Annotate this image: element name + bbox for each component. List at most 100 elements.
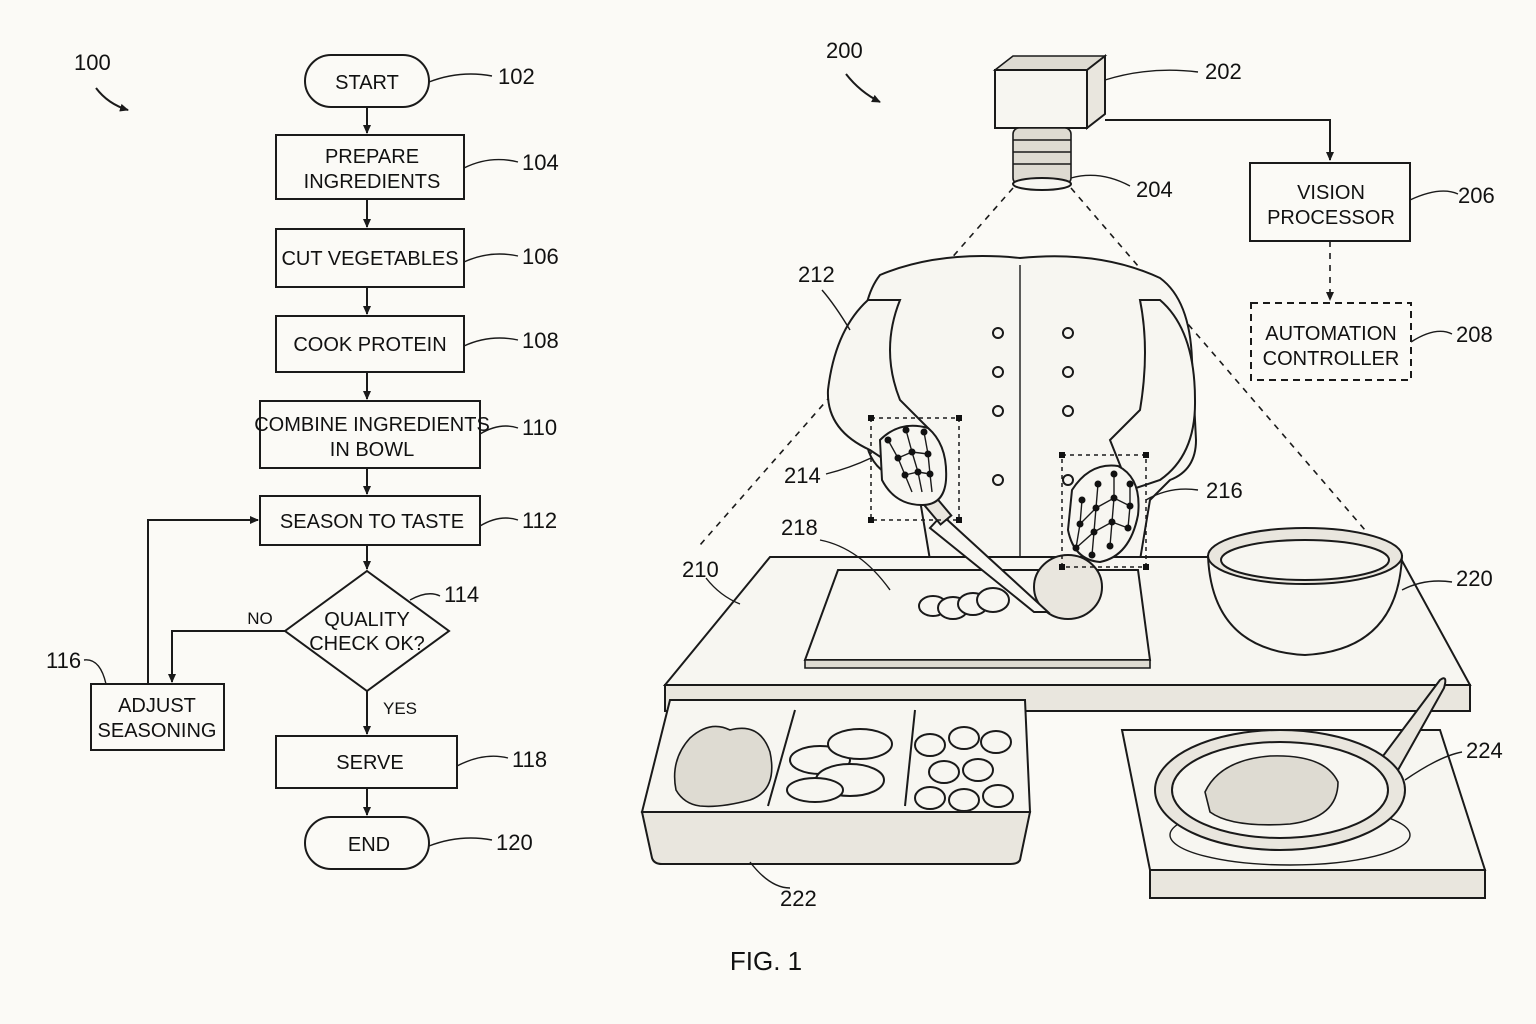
right-hand-leader [1145,488,1199,501]
hand-keypoint [902,426,910,434]
hand-skeleton-line [1075,521,1129,549]
hand-keypoint [1094,480,1102,488]
hand-keypoint [1106,542,1114,550]
start-terminal: START 102 [304,54,535,108]
jacket-button [1062,474,1074,486]
chef-leader [821,289,851,331]
serve-leader [456,755,509,767]
mixing-bowl: 220 [1206,527,1493,657]
vision-processor: VISION PROCESSOR 206 [1249,162,1495,242]
adjust-seasoning-step: ADJUST SEASONING 116 [46,648,225,751]
cook-label: COOK PROTEIN [293,334,446,356]
jacket-button [1062,366,1074,378]
jacket-button [992,405,1004,417]
cook-leader [463,337,519,347]
hand-keypoint [901,471,909,479]
branch-yes-label: YES [383,699,417,718]
camera-ref: 202 [1205,59,1242,84]
left-hand-bounding-box [870,417,960,521]
hand-skeleton-line [1079,497,1131,525]
cucumber-slice [914,733,946,757]
hand-keypoint [1072,544,1080,552]
bbox-corner [868,517,874,523]
bbox-corner [956,517,962,523]
cut-box [275,228,465,288]
cucumber-slice [982,784,1014,808]
bbox-corner [956,415,962,421]
quality-ref: 114 [444,582,479,607]
camera-side-face [1086,53,1106,131]
counter-ref: 210 [682,557,719,582]
tray-divider [904,709,916,807]
jacket-button [992,474,1004,486]
end-leader [428,837,493,847]
cut-label: CUT VEGETABLES [281,248,458,270]
start-label: START [335,72,399,94]
system-ref: 200 [826,38,863,63]
cucumber-slice [928,760,960,784]
bowl-leader [1401,580,1453,591]
flowchart-ref-arrow [95,87,129,112]
automation-controller-line2: CONTROLLER [1263,348,1400,370]
jacket-button [992,327,1004,339]
prepare-ref: 104 [522,150,559,175]
quality-label-line1: QUALITY [324,609,410,631]
cucumber-slice [948,788,980,812]
adjust-leader [83,659,107,685]
arrow-adjust-season-loop [147,516,259,684]
camera: 202 [992,53,1242,131]
prepare-label-line1: PREPARE [325,146,419,168]
jacket-button [1062,327,1074,339]
start-leader [428,73,493,83]
combine-ingredients-step: COMBINE INGREDIENTS IN BOWL 110 [254,400,557,469]
adjust-box [90,683,225,751]
cucumber-slice [962,758,994,782]
ingredient-tray: 222 [640,699,1032,911]
automation-controller-ref: 208 [1456,322,1493,347]
hand-skeleton-line [905,429,923,493]
left-hand-ref: 214 [784,463,821,488]
branch-no-label: NO [247,609,273,628]
bbox-corner [1059,564,1065,570]
hand-keypoint [1110,470,1118,478]
jacket-button [1062,405,1074,417]
quality-check-decision: QUALITY CHECK OK? 114 [283,569,479,693]
start-ref: 102 [498,64,535,89]
fov-right-edge [1070,187,1366,531]
flowchart: 100 START 102 PREPARE INGREDIENTS 104 CU… [46,50,559,870]
end-shape [304,816,430,870]
cucumber-slice [948,726,980,750]
adjust-label-line2: SEASONING [98,720,217,742]
right-hand-bounding-box [1061,454,1147,568]
tray-front [640,811,1032,865]
counter-leader [705,577,741,605]
cook-protein-step: COOK PROTEIN 108 [275,315,559,373]
serve-ref: 118 [512,747,547,772]
tray-ref: 222 [780,886,817,911]
left-hand-leader [825,457,872,475]
hand-keypoint [908,448,916,456]
onion-ring [786,777,844,803]
camera-front-face [994,69,1088,129]
chef-ref: 212 [798,262,835,287]
cutting-board-leader [819,539,891,591]
left-hand [878,424,948,507]
hand-skeleton-line [1109,474,1115,547]
left-hand-tracking: 214 [784,415,962,523]
lens-glass [1012,177,1072,191]
onion-ring [827,728,893,760]
whole-vegetable [1033,554,1103,620]
automation-controller-leader [1410,330,1453,343]
combine-box [259,400,481,469]
vision-processor-ref: 206 [1458,183,1495,208]
hand-keypoint [1108,518,1116,526]
camera-leader [1104,69,1199,81]
veg-slice [976,587,1010,613]
cook-ref: 108 [522,328,559,353]
knife-blade [928,513,1051,613]
automation-controller-line1: AUTOMATION [1265,323,1396,345]
lens-leader [1070,174,1131,187]
prepare-box [275,134,465,200]
